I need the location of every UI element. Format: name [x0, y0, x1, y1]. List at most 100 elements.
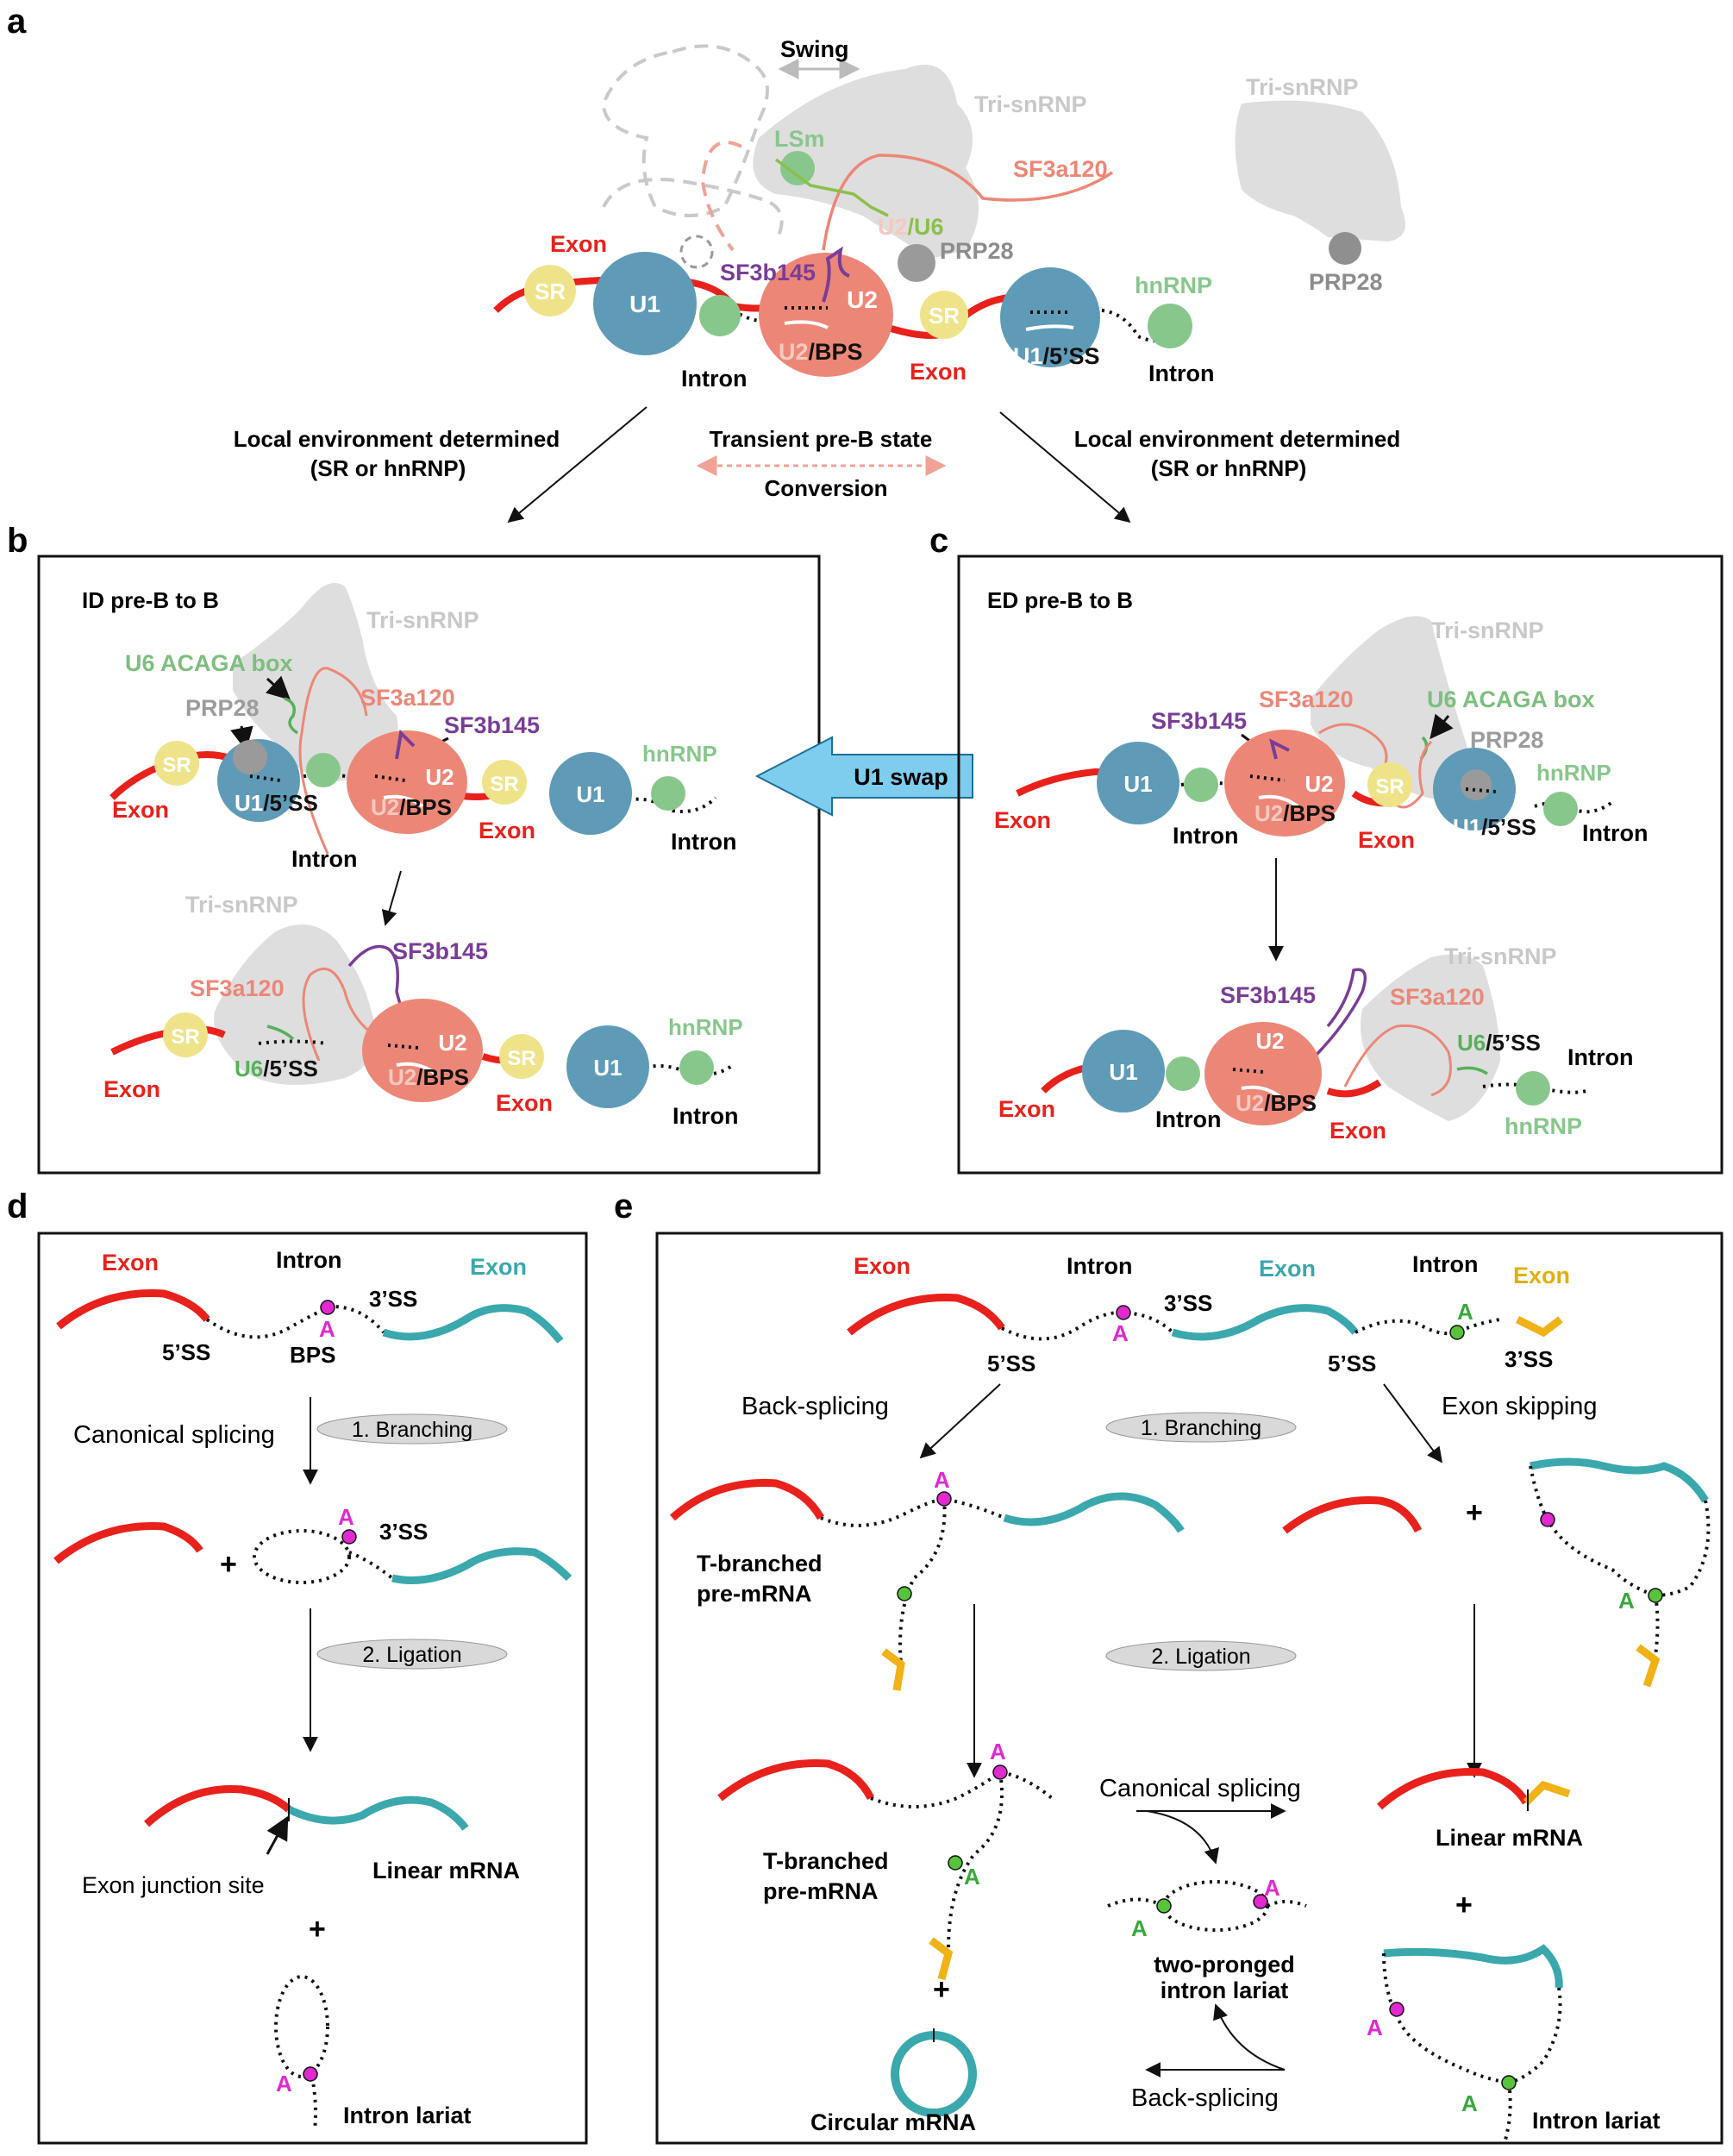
b-u6-line	[266, 1025, 295, 1041]
sf3b145-label: SF3b145	[720, 260, 816, 285]
hnrnp-blob	[1148, 304, 1192, 348]
u2-part: U2	[388, 1064, 416, 1090]
d-plus-1: +	[220, 1548, 237, 1581]
u2-rna-line	[784, 320, 829, 329]
d-intron-tail	[348, 1551, 394, 1580]
b-down-arrow	[381, 870, 402, 926]
c-sf3b145-label-2: SF3b145	[1220, 982, 1316, 1008]
d-intron-line	[205, 1304, 385, 1339]
e-es-tail	[1654, 1595, 1660, 1657]
intron-label-2: Intron	[1148, 360, 1214, 386]
d-exon2-line-2	[391, 1547, 572, 1584]
d-plus-2: +	[309, 1913, 326, 1946]
b-u2-label: U2	[425, 764, 454, 790]
d-a1-label: A	[319, 1316, 335, 1342]
e-twopronged-2: intron lariat	[1161, 1977, 1289, 2003]
conversion-label: Conversion	[764, 475, 887, 501]
d-lariat-final	[274, 1975, 329, 2078]
e-tb2-magenta	[992, 1764, 1008, 1780]
e-canonical-curve	[1146, 1810, 1219, 1865]
sf3b145-line	[822, 246, 850, 303]
e-lariat-tail	[1503, 2082, 1512, 2144]
arrow-to-b	[507, 406, 648, 523]
c-intron3-label: Intron	[1567, 1044, 1633, 1070]
e-arrow-right	[1383, 1383, 1443, 1463]
panel-b-title: ID pre-B to B	[82, 587, 219, 613]
e-backsplicing-label: Back-splicing	[741, 1393, 889, 1420]
b-intron3-line	[258, 1039, 328, 1045]
e-lariat-loop-2	[1508, 1987, 1562, 2084]
swing-outline-2	[602, 178, 784, 242]
5ss-part: /5’SS	[1043, 343, 1100, 369]
d-linear-red	[143, 1785, 292, 1827]
d-exon2-label: Exon	[470, 1254, 527, 1280]
e-branching-label: 1. Branching	[1141, 1416, 1261, 1440]
u2-part: U2	[1254, 800, 1283, 826]
e-a-r-label: A	[1618, 1588, 1635, 1614]
sf3a120-line	[822, 154, 1113, 251]
bps-part: /BPS	[416, 1064, 469, 1090]
intron-line-1	[731, 309, 777, 323]
e-lariat-green	[1501, 2075, 1517, 2090]
5ss-part: /5’SS	[263, 790, 318, 816]
u6-part: U6	[1457, 1030, 1486, 1056]
e-backsplice-curve	[1213, 2003, 1286, 2071]
c-u2-label: U2	[1304, 771, 1333, 797]
e-a-g3-label: A	[1131, 1915, 1148, 1941]
sf3a120-label: SF3a120	[1013, 156, 1108, 182]
e-exon2-label: Exon	[1259, 1256, 1316, 1282]
e-lariat-loop-1	[1382, 1952, 1510, 2084]
e-premrna2-label: pre-mRNA	[763, 1878, 879, 1904]
5ss-part: /5’SS	[1486, 1030, 1541, 1056]
b-sf3b145-line	[395, 729, 416, 760]
b-u2-rna-line-2	[396, 1062, 437, 1075]
hnrnp-small-blob-1	[699, 295, 741, 336]
e-ligation-label: 2. Ligation	[1151, 1645, 1250, 1669]
c-u2-label-2: U2	[1255, 1028, 1284, 1054]
sr-label-2: SR	[929, 303, 960, 329]
c-tri-label: Tri-snRNP	[1431, 617, 1544, 643]
b-hnrnp-blob	[651, 776, 685, 811]
u6-part: /U6	[908, 214, 944, 240]
e-plus-1: +	[1466, 1496, 1483, 1529]
d-3ss-label: 3’SS	[369, 1286, 417, 1312]
e-lariat-label: Intron lariat	[1532, 2108, 1661, 2134]
b-u1-5ss-label: U1/5’SS	[235, 790, 318, 816]
b-exon4-label: Exon	[496, 1090, 553, 1116]
c-u1-label: U1	[1123, 771, 1152, 797]
left-env-line2: (SR or hnRNP)	[310, 455, 466, 481]
e-twopronged-1: two-pronged	[1154, 1952, 1294, 1977]
e-branching-badge	[1105, 1412, 1297, 1443]
b-sr3-label: SR	[171, 1025, 199, 1049]
e-green-dot	[1449, 1325, 1465, 1340]
d-ligation-label: 2. Ligation	[362, 1643, 461, 1667]
d-linear-label: Linear mRNA	[372, 1858, 520, 1883]
b-acaga-line	[284, 697, 299, 735]
d-lariat-label: Intron lariat	[343, 2103, 472, 2128]
e-linear-label: Linear mRNA	[1436, 1825, 1583, 1851]
e-intron1-line	[1001, 1310, 1174, 1341]
e-exonskip-label: Exon skipping	[1442, 1393, 1598, 1420]
u2-blob	[759, 253, 893, 377]
c-u2-blob	[1224, 730, 1345, 837]
u1-swap-shape	[754, 736, 973, 817]
u6-part: U6	[235, 1056, 263, 1081]
c-u1-blob-2	[1082, 1030, 1165, 1112]
d-exon2-line	[382, 1304, 564, 1344]
panel-label-c: c	[929, 522, 948, 560]
panel-e: e Exon Intron Exon Intron Exon A A 3’SS …	[614, 1188, 1724, 2145]
d-exon1-label: Exon	[102, 1250, 159, 1275]
b-sf3a120-label-2: SF3a120	[190, 975, 285, 1001]
e-tb1-tail	[898, 1498, 947, 1665]
c-intron4-label: Intron	[1155, 1106, 1221, 1132]
e-es-loop-2	[1655, 1500, 1711, 1597]
c-sr	[1367, 762, 1412, 807]
right-env-line2: (SR or hnRNP)	[1151, 455, 1307, 481]
b-sr2-label: SR	[490, 773, 518, 796]
e-plus-3: +	[933, 1973, 950, 2006]
d-lariat-tail	[310, 2076, 317, 2131]
e-linear-yellow	[1523, 1780, 1571, 1806]
c-exon4-line	[1326, 1079, 1382, 1098]
panel-d: d Exon Intron Exon A 3’SS 5’SS BPS Canon…	[7, 1188, 588, 2145]
e-exon3-line	[1515, 1315, 1563, 1338]
